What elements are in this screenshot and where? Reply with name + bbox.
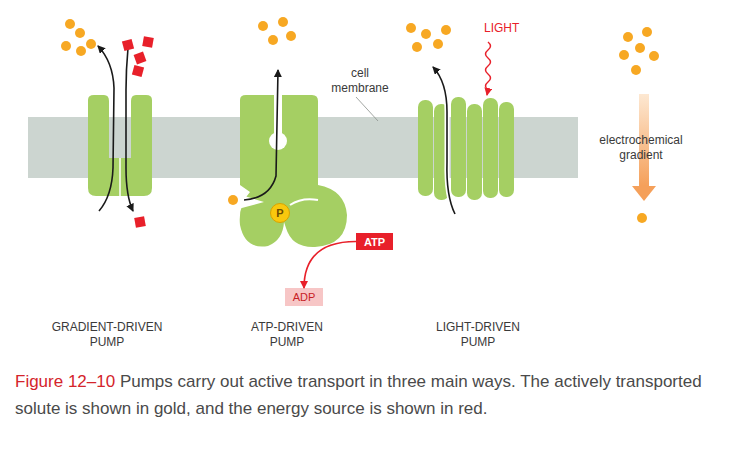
domain-seam <box>290 199 318 205</box>
pump-half <box>88 95 120 196</box>
solute-dot <box>228 195 238 205</box>
node-shape <box>285 288 323 306</box>
solute-dot <box>623 32 633 42</box>
solute-dot <box>642 27 652 37</box>
solute-dot <box>649 51 659 61</box>
helix-bundle <box>418 97 514 200</box>
binding-pocket <box>269 132 287 150</box>
helix <box>451 97 466 197</box>
node-shape <box>356 233 393 250</box>
transport-arrow <box>98 46 114 211</box>
solute-dots <box>619 27 659 223</box>
pump-label: ATP-DRIVEN PUMP <box>237 320 337 350</box>
transport-arrow <box>126 48 133 211</box>
reaction-arrow <box>304 242 356 289</box>
solute-dot <box>433 39 443 49</box>
solute-dot <box>631 65 641 75</box>
membrane-label: cell membrane <box>328 66 392 96</box>
figure-caption: Figure 12–10 Pumps carry out active tran… <box>15 368 705 422</box>
pump-half <box>120 95 152 196</box>
pump-label: LIGHT-DRIVEN PUMP <box>423 320 533 350</box>
solute-dot <box>75 28 85 38</box>
solute-dot <box>635 43 645 53</box>
leader-line <box>356 97 378 121</box>
solute-dots <box>406 23 451 52</box>
solute-dot <box>406 23 416 33</box>
light-wave <box>486 42 491 95</box>
solute-dot <box>86 39 96 49</box>
atp-box: ATP <box>356 233 393 250</box>
solute-dot <box>619 50 629 60</box>
adp-box: ADP <box>285 288 323 306</box>
node-text: ATP <box>364 236 385 248</box>
helix <box>418 100 433 196</box>
energy-square <box>122 39 134 51</box>
solute-dot <box>421 29 431 39</box>
energy-square <box>132 65 144 77</box>
transport-arrow <box>433 67 455 214</box>
gradient-arrow-head <box>632 186 656 201</box>
energy-squares <box>122 36 154 228</box>
solute-dot <box>637 213 647 223</box>
pump-body <box>240 95 347 247</box>
solute-dots <box>228 17 296 205</box>
helix <box>467 104 482 200</box>
phosphate-circle: P <box>270 203 290 223</box>
transport-arrow <box>244 70 278 200</box>
node-text: P <box>276 207 283 219</box>
energy-square <box>134 52 147 65</box>
helix <box>499 102 514 197</box>
helix <box>483 98 498 198</box>
pump-label: GRADIENT-DRIVEN PUMP <box>42 320 172 350</box>
pump-seam <box>119 158 121 196</box>
channel-gap <box>433 67 455 214</box>
solute-dot <box>65 19 75 29</box>
gradient-label: electrochemical gradient <box>582 133 700 163</box>
solute-dot <box>278 17 288 27</box>
solute-dot <box>268 35 278 45</box>
solute-dot <box>286 31 296 41</box>
solute-dot <box>61 41 71 51</box>
node-shape <box>271 204 290 223</box>
solute-dot <box>412 42 422 52</box>
solute-dot <box>76 46 86 56</box>
energy-square <box>142 36 154 48</box>
solute-dots <box>61 19 96 56</box>
node-text: ADP <box>293 291 316 303</box>
energy-label: LIGHT <box>484 21 544 36</box>
solute-dot <box>441 25 451 35</box>
solute-dot <box>258 21 268 31</box>
energy-square <box>134 216 146 228</box>
